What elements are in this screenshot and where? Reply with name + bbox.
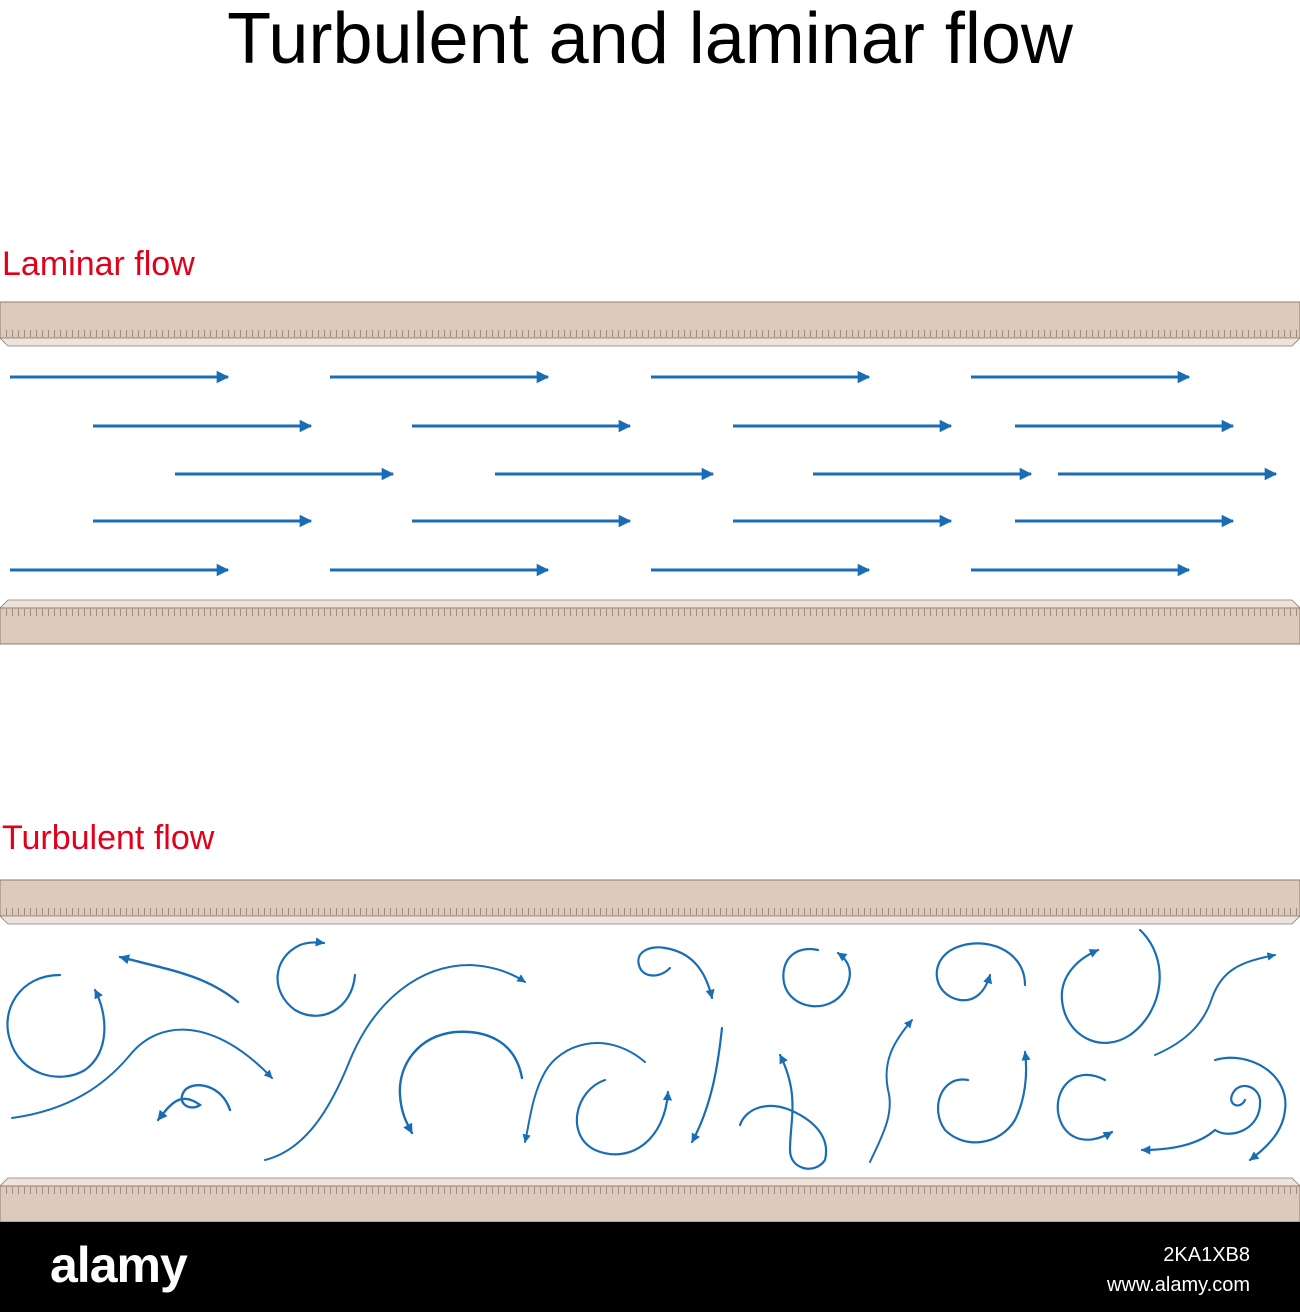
turbulent-arrow [398,1030,524,1135]
turbulent-arrow [690,1026,724,1144]
turbulent-arrow [522,1042,646,1143]
footer-bar: alamy 2KA1XB8 www.alamy.com [0,1222,1300,1312]
turbulent-arrow [575,1078,673,1156]
turbulent-bottom-wall [0,1177,1300,1222]
turbulent-arrow [156,1083,232,1122]
turbulent-arrow [1154,952,1276,1056]
turbulent-flow-label: Turbulent flow [2,819,215,857]
turbulent-arrow [11,1028,273,1119]
turbulent-arrow [936,1050,1031,1144]
turbulent-arrow [1140,1084,1262,1155]
alamy-logo: alamy [50,1237,188,1293]
turbulent-arrows [6,928,1287,1170]
laminar-top-wall [0,301,1300,347]
turbulent-arrow [276,937,357,1017]
turbulent-arrow [1060,928,1161,1045]
turbulent-top-wall [0,879,1300,925]
turbulent-arrow [869,1019,913,1163]
turbulent-arrow [637,946,715,1000]
site-url[interactable]: www.alamy.com [1107,1274,1250,1296]
turbulent-arrow [264,963,526,1161]
flow-diagram [0,301,1300,1222]
diagram-title: Turbulent and laminar flow [227,0,1073,79]
turbulent-arrow [118,954,240,1004]
laminar-bottom-wall [0,599,1300,645]
laminar-flow-label: Laminar flow [2,245,195,283]
turbulent-arrow [6,973,106,1078]
turbulent-arrow [738,1053,828,1170]
turbulent-arrow [1213,1056,1287,1162]
turbulent-arrow [782,947,851,1008]
turbulent-arrow [935,942,1027,1002]
turbulent-arrow [1056,1073,1114,1141]
image-id: 2KA1XB8 [1163,1244,1250,1266]
laminar-arrows [10,370,1278,577]
